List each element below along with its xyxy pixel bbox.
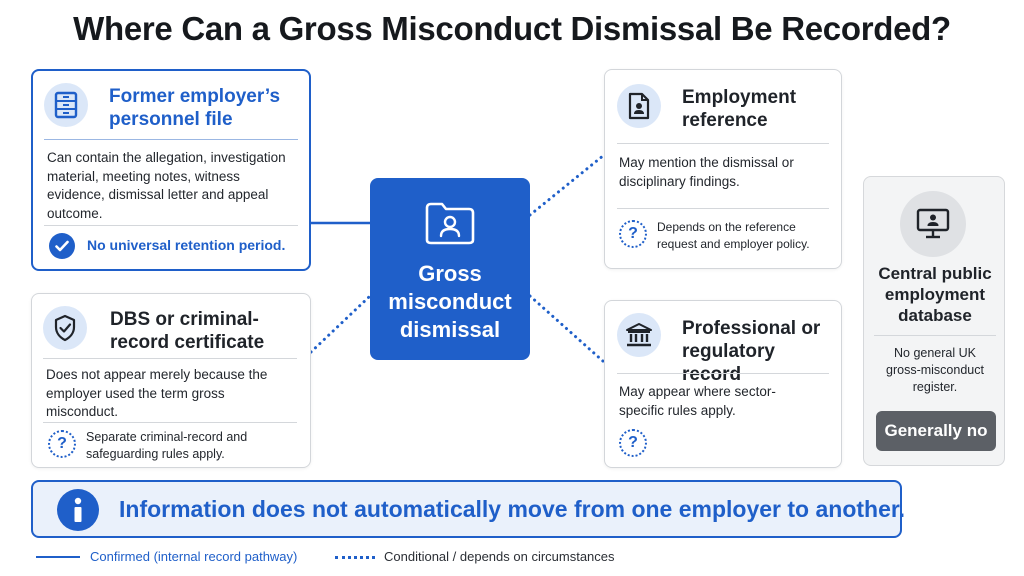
card-dbs: DBS or criminal-record certificate Does … [31,293,311,468]
divider [44,139,298,140]
divider [43,358,297,359]
card-reference: Employment reference May mention the dis… [604,69,842,269]
person-folder-icon [425,202,475,245]
connector-regulatory [528,294,606,364]
card-body: May mention the dismissal or disciplinar… [619,155,794,189]
card-heading: Central public employment database [878,264,992,325]
card-note: Depends on the reference request and emp… [657,220,810,251]
card-body: No general UK gross-misconduct register. [886,346,984,394]
shield-check-icon [43,306,87,350]
question-icon: ? [619,220,647,248]
monitor-person-icon [900,191,966,257]
divider [617,373,829,374]
banner-text: Information does not automatically move … [119,496,905,522]
card-body: Does not appear merely because the emplo… [46,367,268,419]
card-heading: Professional or regulatory record [682,318,821,385]
divider [43,422,297,423]
institution-icon [617,313,661,357]
connector-dbs [309,294,372,354]
generally-no-badge: Generally no [876,411,996,451]
card-personnel-file: Former employer’s personnel file Can con… [31,69,311,271]
card-note: No universal retention period. [87,237,286,253]
page-title: Where Can a Gross Misconduct Dismissal B… [73,10,951,47]
legend-solid-label: Confirmed (internal record pathway) [90,549,298,564]
divider [44,225,298,226]
legend-solid-line [36,556,80,558]
check-icon [49,233,75,259]
info-icon [57,489,99,531]
info-banner: Information does not automatically move … [31,480,905,538]
divider [617,143,829,144]
card-heading: Former employer’s personnel file [109,86,281,130]
card-central-database: Central public employment database No ge… [863,176,1005,466]
document-person-icon [617,84,661,128]
filing-cabinet-icon [44,83,88,127]
legend-dotted-label: Conditional / depends on circumstances [384,549,615,564]
card-regulatory: Professional or regulatory record May ap… [604,300,842,468]
card-heading: DBS or criminal-record certificate [110,309,265,353]
card-body: May appear where sector-specific rules a… [619,384,776,418]
question-icon: ? [619,429,647,457]
divider [874,335,996,336]
center-gross-misconduct-dismissal: Gross misconduct dismissal [370,178,530,360]
card-heading: Employment reference [682,87,797,131]
center-label: Gross misconduct dismissal [388,261,512,342]
divider [617,208,829,209]
question-icon: ? [48,430,76,458]
connector-reference [528,153,606,217]
card-body: Can contain the allegation, investigatio… [47,150,286,221]
legend-dotted-line [335,556,375,559]
card-note: Separate criminal-record and safeguardin… [86,430,248,461]
